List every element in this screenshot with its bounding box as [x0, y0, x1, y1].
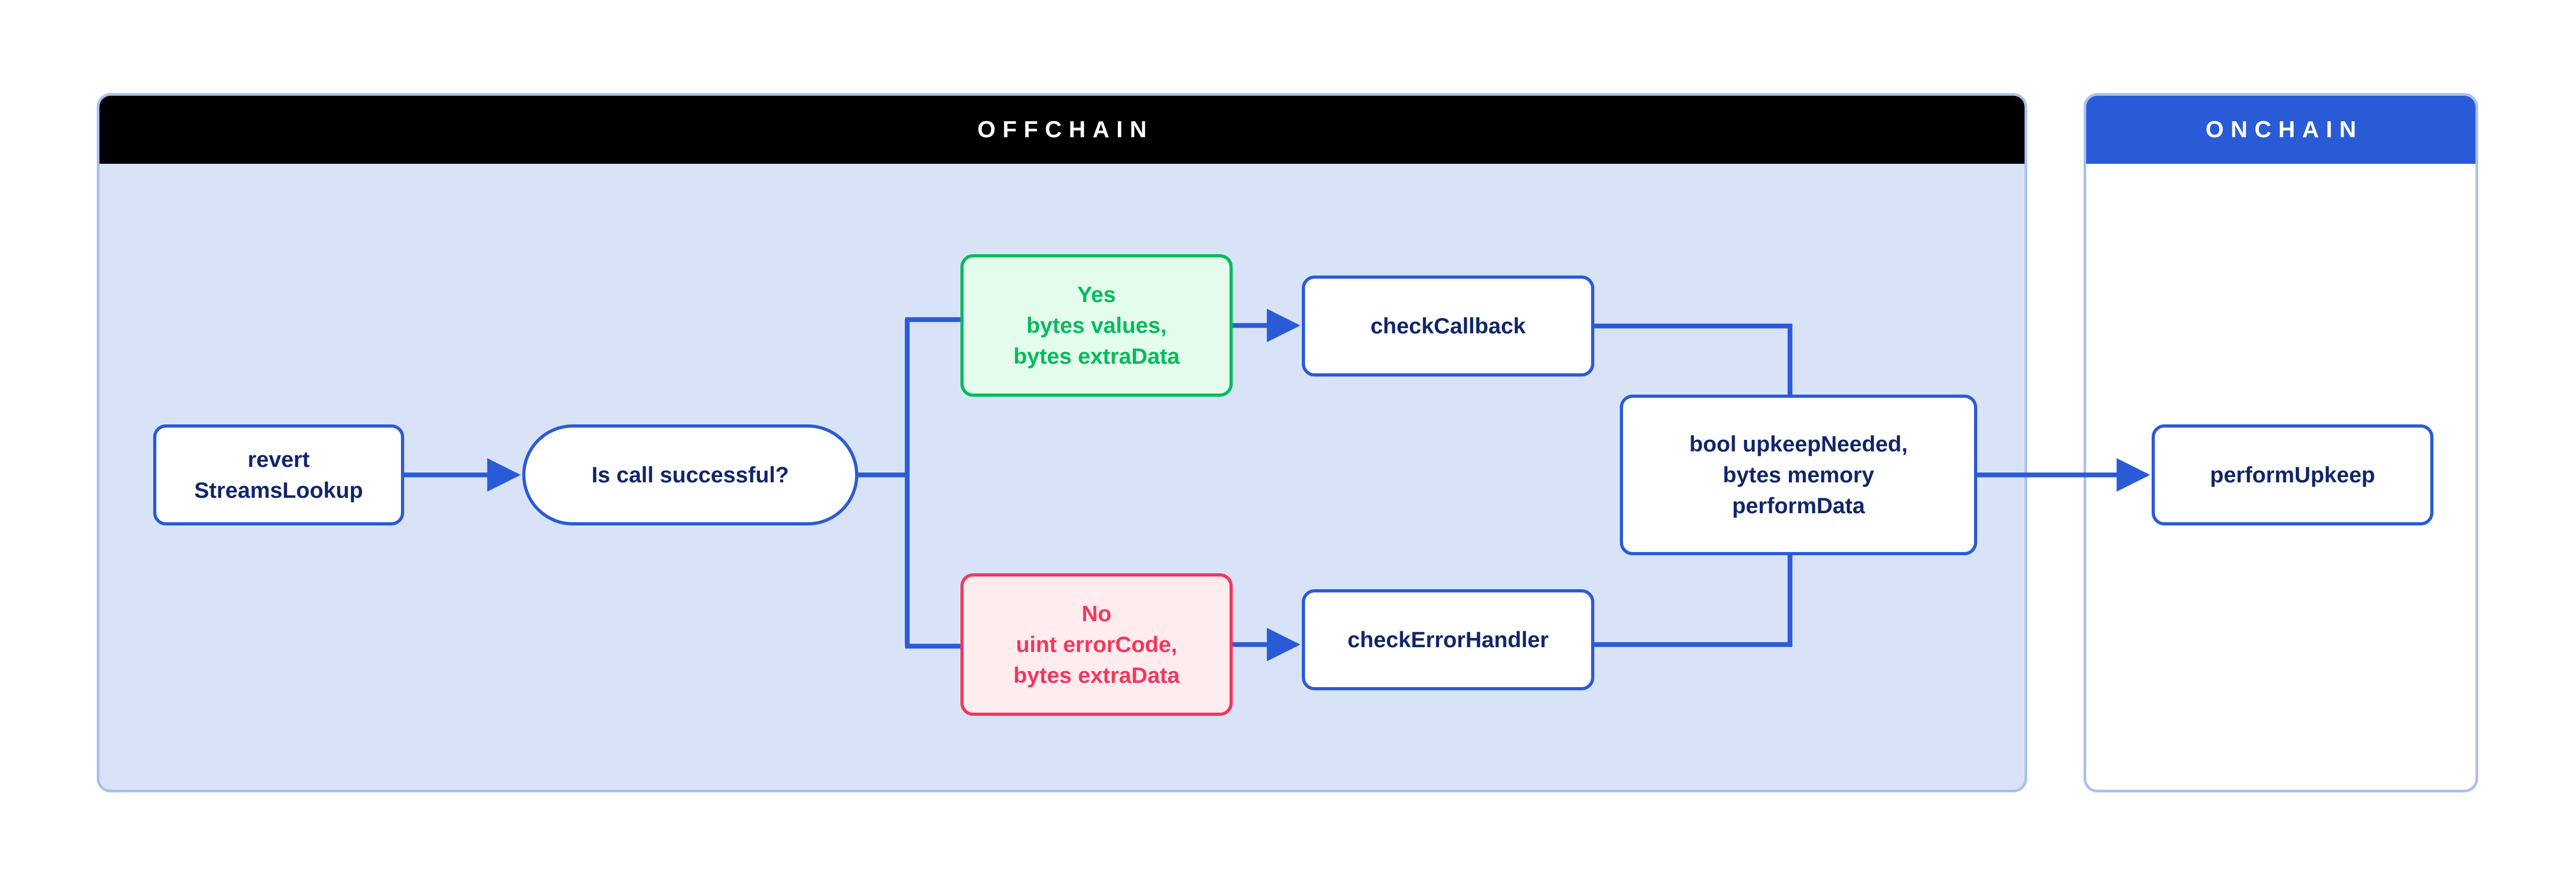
node-perform-upkeep[interactable]: performUpkeep	[2152, 424, 2433, 525]
offchain-panel-header: OFFCHAIN	[99, 96, 2025, 164]
node-check-callback[interactable]: checkCallback	[1302, 275, 1594, 377]
onchain-panel-header: ONCHAIN	[2086, 96, 2475, 164]
node-is-call-successful[interactable]: Is call successful?	[522, 424, 858, 525]
node-check-error-handler[interactable]: checkErrorHandler	[1302, 589, 1594, 690]
